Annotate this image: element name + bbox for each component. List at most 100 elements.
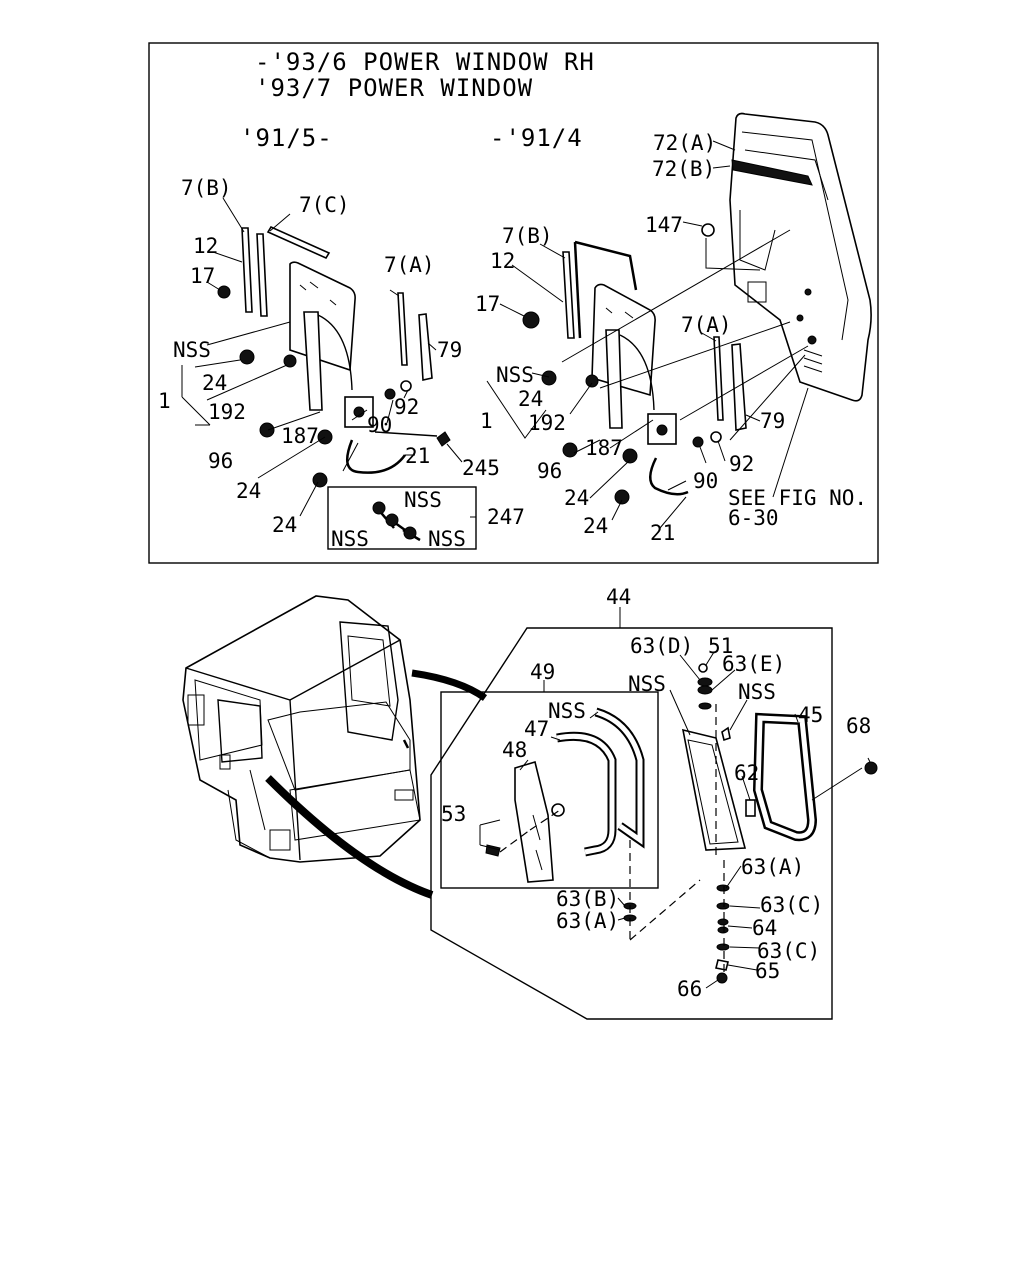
callout-b-44: 44 (606, 585, 631, 609)
callout-r-12: 12 (490, 249, 515, 273)
bolt-68 (864, 761, 878, 775)
bolt-192 (283, 354, 297, 368)
callout-l-24a: 24 (202, 371, 227, 395)
callout-l-7a: 7(A) (384, 253, 435, 277)
callout-b-63c-1: 63(C) (760, 893, 823, 917)
callout-b-51: 51 (708, 634, 733, 658)
callout-r-192: 192 (528, 411, 566, 435)
callout-b-48: 48 (502, 738, 527, 762)
plug-147 (701, 223, 715, 237)
callout-r-7a: 7(A) (681, 313, 732, 337)
callout-b-47: 47 (524, 717, 549, 741)
callout-b-53: 53 (441, 802, 466, 826)
bolt-187 (622, 448, 638, 464)
callout-b-45: 45 (798, 703, 823, 727)
callout-r-79: 79 (760, 409, 785, 433)
callout-l-21: 21 (405, 444, 430, 468)
callout-b-nss3: NSS (738, 680, 776, 704)
see-fig-label: SEE FIG NO. (728, 486, 867, 510)
kit-box-247 (327, 486, 477, 550)
callout-r-1: 1 (480, 409, 493, 433)
callout-l-92: 92 (394, 395, 419, 419)
title-line-2: '93/7 POWER WINDOW (255, 74, 533, 102)
callout-l-1: 1 (158, 389, 171, 413)
callout-r-92: 92 (729, 452, 754, 476)
weatherstrip-72b (731, 159, 813, 186)
frame-nss (681, 728, 747, 851)
left-window-assembly (181, 197, 477, 550)
channel-7a (713, 336, 724, 421)
rear-window-frame-44 (430, 627, 833, 1020)
callout-r-17: 17 (475, 292, 500, 316)
callout-l-79: 79 (437, 338, 462, 362)
bolt-24-lower (614, 489, 630, 505)
bolt-96 (259, 422, 275, 438)
run-channel-7b (562, 251, 575, 339)
callout-l-96: 96 (208, 449, 233, 473)
callout-b-63e: 63(E) (722, 652, 785, 676)
glass-48 (514, 760, 554, 883)
bolt-24 (239, 349, 255, 365)
washer-90 (384, 388, 396, 400)
callout-b-65: 65 (755, 959, 780, 983)
harness-21 (345, 439, 407, 474)
run-channel-7b (241, 227, 253, 313)
callout-r-21: 21 (650, 521, 675, 545)
callout-r-90: 90 (693, 469, 718, 493)
callout-l-12: 12 (193, 234, 218, 258)
bolt-192 (585, 374, 599, 388)
washer-92 (400, 380, 412, 392)
callout-b-66: 66 (677, 977, 702, 1001)
callout-l-24b: 24 (236, 479, 261, 503)
bolt-17 (522, 311, 540, 329)
callout-b-49: 49 (530, 660, 555, 684)
regulator-rail (303, 311, 323, 411)
clip-245 (436, 431, 451, 447)
callout-l-nss: NSS (173, 338, 211, 362)
pointer-upper (411, 669, 488, 701)
callout-r-187: 187 (585, 436, 623, 460)
callout-l-nss-b2: NSS (331, 527, 369, 551)
callout-b-63c-2: 63(C) (757, 939, 820, 963)
glass-subassembly-box-49 (440, 691, 659, 889)
callout-r-24b: 24 (564, 486, 589, 510)
callout-l-247: 247 (487, 505, 525, 529)
callout-r-72a: 72(A) (653, 131, 716, 155)
variant-label-right: -'91/4 (490, 124, 583, 152)
callout-r-24a: 24 (518, 387, 543, 411)
callout-l-nss-b1: NSS (404, 488, 442, 512)
washer-90 (692, 436, 704, 448)
callout-l-nss-b3: NSS (428, 527, 466, 551)
callout-b-63b: 63(B) (556, 887, 619, 911)
callout-r-7b: 7(B) (502, 224, 553, 248)
callout-r-nss: NSS (496, 363, 534, 387)
regulator-motor (647, 413, 677, 445)
regulator-rail (605, 329, 623, 429)
callout-l-245: 245 (462, 456, 500, 480)
seal-47 (556, 731, 617, 857)
channel-79 (418, 313, 433, 381)
channel-79 (731, 343, 747, 431)
callout-b-68: 68 (846, 714, 871, 738)
rear-window-parts (479, 651, 878, 989)
callout-b-nss1: NSS (548, 699, 586, 723)
callout-r-24c: 24 (583, 514, 608, 538)
door-panel (729, 112, 872, 402)
bolt-24-lower (312, 472, 328, 488)
callout-l-24c: 24 (272, 513, 297, 537)
channel-7a (397, 292, 408, 366)
callout-l-7c: 7(C) (299, 193, 350, 217)
callout-b-63a-left: 63(A) (556, 909, 619, 933)
door-glass (289, 261, 356, 372)
title-line-1: -'93/6 POWER WINDOW RH (255, 48, 595, 76)
callout-l-17: 17 (190, 264, 215, 288)
callout-l-192: 192 (208, 400, 246, 424)
bolt-96 (562, 442, 578, 458)
run-channel-12 (256, 233, 268, 317)
variant-label-left: '91/5- (240, 124, 333, 152)
bolt-17 (217, 285, 231, 299)
clip-62 (745, 799, 756, 817)
callout-l-187: 187 (281, 424, 319, 448)
see-fig-number: 6-30 (728, 506, 779, 530)
